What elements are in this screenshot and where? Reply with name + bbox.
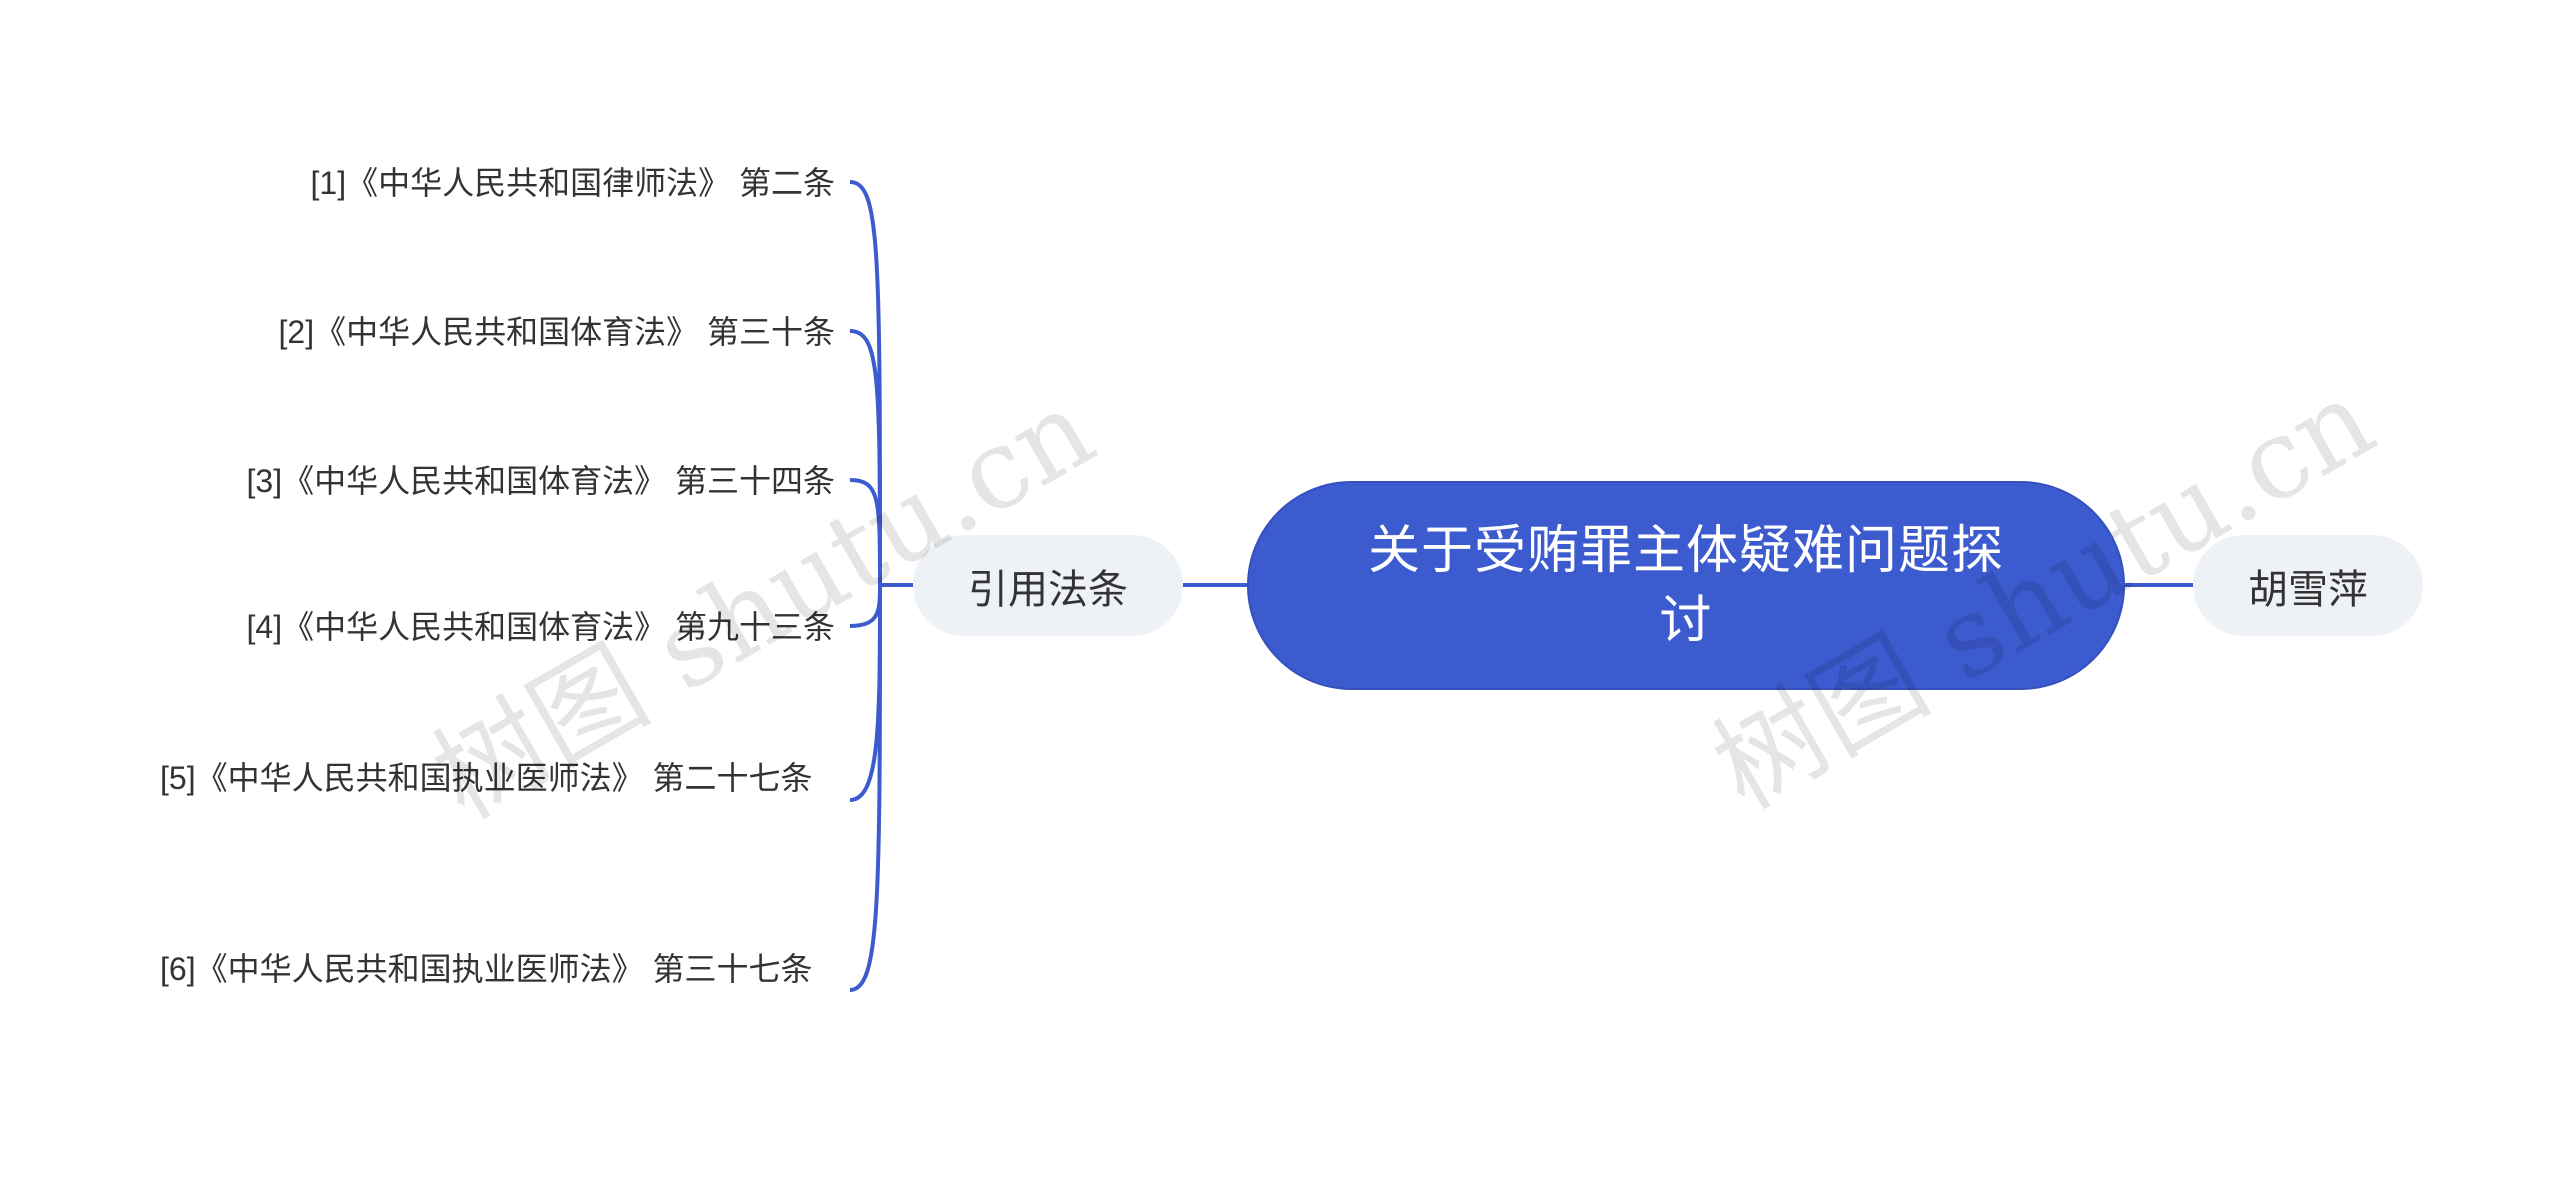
reference-item-1[interactable]: [1]《中华人民共和国律师法》 第二条 bbox=[310, 165, 835, 201]
central-topic[interactable]: 关于受贿罪主体疑难问题探讨 bbox=[1247, 481, 2125, 690]
topic-references[interactable]: 引用法条 bbox=[913, 535, 1183, 636]
reference-item-5[interactable]: [5]《中华人民共和国执业医师法》 第二十七条 bbox=[160, 760, 813, 796]
central-topic-title: 关于受贿罪主体疑难问题探讨 bbox=[1367, 521, 2004, 650]
topic-references-label: 引用法条 bbox=[968, 567, 1128, 612]
reference-item-3[interactable]: [3]《中华人民共和国体育法》 第三十四条 bbox=[246, 463, 835, 499]
branch-ref-3 bbox=[849, 478, 882, 586]
branch-ref-6 bbox=[849, 584, 882, 992]
branch-ref-2 bbox=[849, 329, 882, 586]
reference-item-4[interactable]: [4]《中华人民共和国体育法》 第九十三条 bbox=[246, 609, 835, 645]
reference-item-2[interactable]: [2]《中华人民共和国体育法》 第三十条 bbox=[278, 314, 835, 350]
branch-ref-4 bbox=[849, 584, 882, 628]
topic-author[interactable]: 胡雪萍 bbox=[2193, 535, 2423, 636]
reference-item-6[interactable]: [6]《中华人民共和国执业医师法》 第三十七条 bbox=[160, 951, 813, 987]
topic-author-label: 胡雪萍 bbox=[2248, 567, 2368, 612]
